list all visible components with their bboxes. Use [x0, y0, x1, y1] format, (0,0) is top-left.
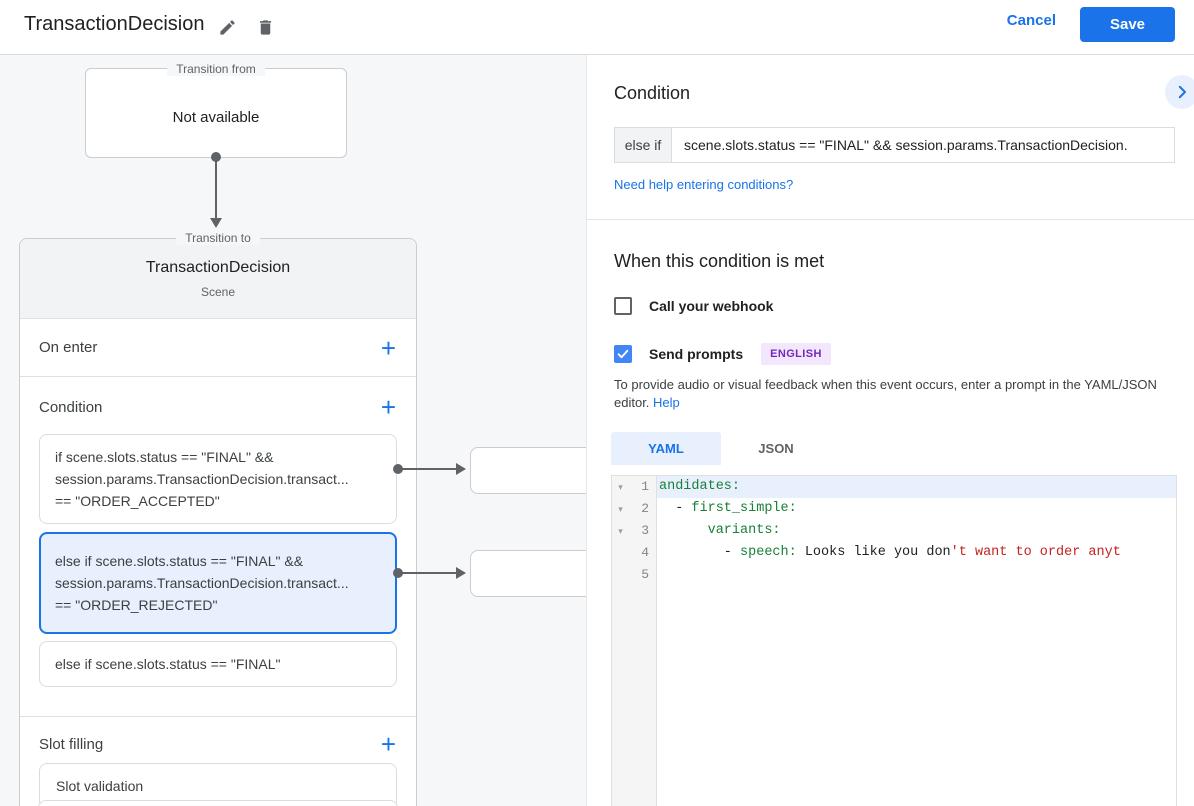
edit-icon[interactable] [213, 13, 241, 41]
slot-card-list: Slot validation [39, 763, 397, 806]
page-title: TransactionDecision [24, 13, 205, 35]
add-condition-button[interactable]: + [380, 392, 396, 422]
code-line-4[interactable]: 4 - speech: Looks like you don't want to… [612, 542, 1176, 564]
transition-target-box[interactable] [470, 447, 586, 494]
editor-tab-bar: YAML JSON [611, 432, 1194, 465]
slot-filling-section: Slot filling + Slot validation [20, 716, 416, 806]
code-text: - first_simple: [659, 501, 797, 516]
slot-filling-label: Slot filling [39, 735, 104, 753]
connector-arrowhead [210, 218, 222, 228]
connector-dot [393, 464, 403, 474]
checkmark-icon [617, 349, 629, 359]
call-webhook-row: Call your webhook [614, 297, 1194, 315]
add-on-enter-button[interactable]: + [380, 332, 396, 363]
on-enter-label: On enter [39, 339, 98, 356]
code-line-3[interactable]: ▾3 variants: [612, 520, 1176, 542]
line-number: 3 [629, 520, 657, 542]
collapse-panel-button[interactable] [1165, 75, 1194, 109]
chevron-right-icon [1178, 85, 1186, 99]
connector-arrowhead [456, 567, 466, 579]
scene-name: TransactionDecision [145, 258, 291, 276]
panel-divider [587, 219, 1194, 220]
panel-title: Condition [614, 83, 691, 103]
line-number: 4 [629, 542, 657, 564]
prompt-hint-text: To provide audio or visual feedback when… [614, 376, 1174, 412]
transition-to-legend: Transition to [176, 231, 260, 245]
hint-body: To provide audio or visual feedback when… [614, 377, 1157, 410]
fold-gutter [612, 564, 629, 586]
condition-prefix-label: else if [614, 127, 671, 163]
hint-help-link[interactable]: Help [653, 395, 680, 410]
condition-card-2[interactable]: else if scene.slots.status == "FINAL" &&… [39, 532, 397, 634]
condition-card-list: if scene.slots.status == "FINAL" &&sessi… [39, 434, 397, 687]
call-webhook-checkbox[interactable] [614, 297, 632, 315]
condition-section-label: Condition [39, 398, 103, 416]
connector-arrowhead [456, 463, 466, 475]
connector-dot [211, 152, 221, 162]
send-prompts-row: Send prompts ENGLISH [614, 343, 1194, 365]
transition-from-legend: Transition from [167, 62, 265, 76]
code-text: - speech: Looks like you don't want to o… [659, 545, 1121, 560]
transition-target-box[interactable] [470, 550, 586, 597]
editor-empty-area [612, 586, 1176, 806]
code-text: andidates: [657, 476, 1176, 498]
condition-expression-input[interactable] [671, 127, 1175, 163]
fold-toggle-icon[interactable]: ▾ [612, 498, 629, 520]
transition-from-value: Not available [172, 109, 260, 126]
tab-json[interactable]: JSON [758, 441, 794, 456]
on-enter-row[interactable]: On enter + [20, 319, 416, 377]
code-text: variants: [707, 523, 781, 538]
transition-to-card: TransactionDecision Scene On enter + Con… [19, 238, 417, 806]
top-bar: TransactionDecision Cancel Save [0, 0, 1194, 55]
when-condition-title: When this condition is met [614, 251, 825, 271]
code-text [657, 564, 1176, 586]
add-slot-button[interactable]: + [380, 729, 396, 759]
save-button[interactable]: Save [1080, 7, 1175, 42]
line-number: 2 [629, 498, 657, 520]
condition-editor-panel: Condition else if Need help entering con… [586, 55, 1194, 806]
condition-card-1[interactable]: if scene.slots.status == "FINAL" &&sessi… [39, 434, 397, 524]
cancel-button[interactable]: Cancel [1006, 12, 1056, 29]
call-webhook-label: Call your webhook [649, 298, 774, 314]
connector-line [398, 572, 458, 574]
line-number: 1 [629, 476, 657, 498]
slot-card-1[interactable]: Slot validation [39, 763, 397, 806]
delete-icon[interactable] [251, 13, 279, 41]
condition-input-row: else if [614, 127, 1175, 163]
line-number: 5 [629, 564, 657, 586]
tab-yaml[interactable]: YAML [611, 432, 721, 465]
scene-diagram-canvas: Not available Transition from Transactio… [0, 55, 586, 806]
fold-toggle-icon[interactable]: ▾ [612, 520, 629, 542]
condition-section: Condition + if scene.slots.status == "FI… [20, 377, 416, 716]
transition-from-box: Not available [85, 68, 347, 158]
language-badge: ENGLISH [761, 343, 831, 365]
code-line-2[interactable]: ▾2 - first_simple: [612, 498, 1176, 520]
next-card-partial [38, 800, 398, 806]
connector-line [398, 468, 458, 470]
send-prompts-checkbox[interactable] [614, 345, 632, 363]
scene-card-header[interactable]: TransactionDecision Scene [20, 239, 416, 319]
send-prompts-label: Send prompts [649, 346, 744, 362]
connector-line [215, 157, 217, 219]
condition-help-link[interactable]: Need help entering conditions? [614, 177, 794, 192]
fold-gutter [612, 542, 629, 564]
scene-type-label: Scene [200, 284, 236, 299]
code-line-5[interactable]: 5 [612, 564, 1176, 586]
connector-dot [393, 568, 403, 578]
fold-toggle-icon[interactable]: ▾ [612, 476, 629, 498]
condition-card-3[interactable]: else if scene.slots.status == "FINAL" [39, 641, 397, 687]
